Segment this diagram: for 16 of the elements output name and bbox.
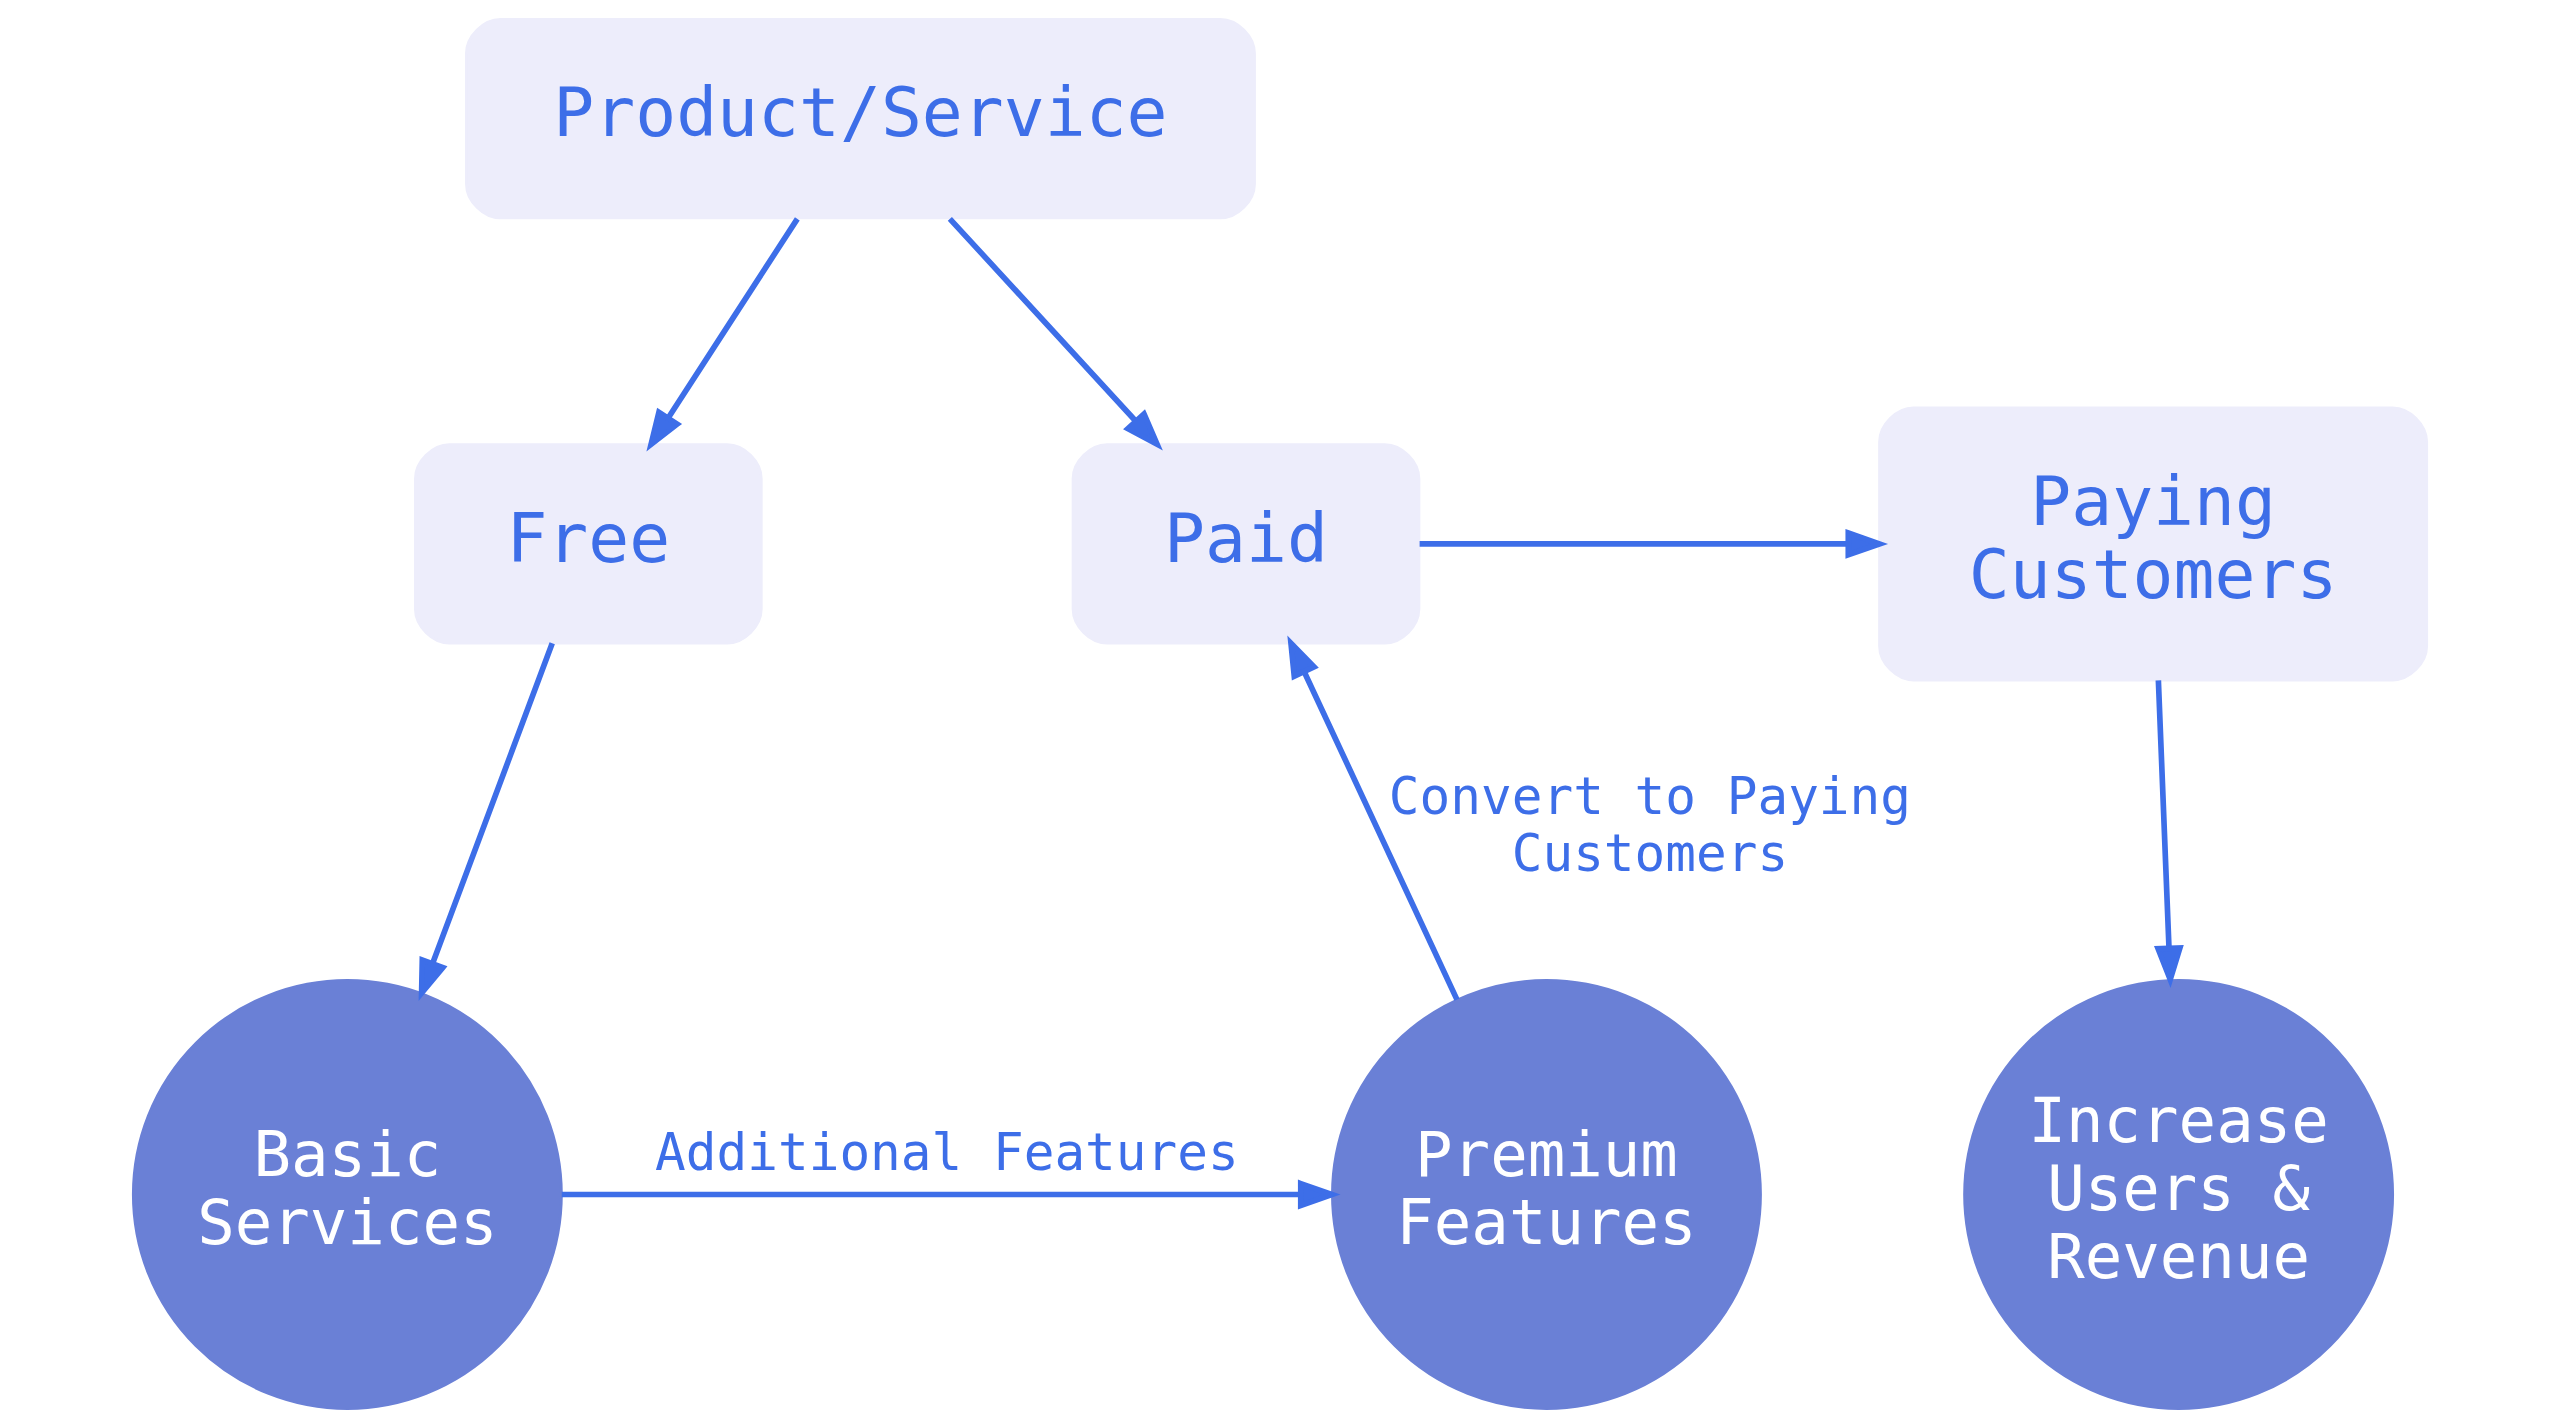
arrow bbox=[561, 1179, 1341, 1210]
node-box: Paid bbox=[1071, 443, 1421, 645]
arrow bbox=[947, 216, 1163, 451]
node-box: Paying Customers bbox=[1878, 406, 2429, 682]
arrow bbox=[1287, 635, 1460, 1001]
arrow bbox=[418, 642, 555, 1001]
edge-label: Convert to Paying Customers bbox=[1388, 767, 1912, 884]
node-circle: Increase Users & Revenue bbox=[1963, 979, 2395, 1410]
node-circle: Premium Features bbox=[1331, 979, 1762, 1410]
node-circle: Basic Services bbox=[131, 979, 563, 1410]
edge-label: Additional Features bbox=[655, 1123, 1239, 1183]
node-box: Free bbox=[414, 443, 763, 645]
node-box: Product/Service bbox=[465, 18, 1256, 220]
arrow bbox=[1419, 529, 1889, 559]
arrow bbox=[2154, 680, 2184, 989]
arrow bbox=[646, 217, 800, 452]
